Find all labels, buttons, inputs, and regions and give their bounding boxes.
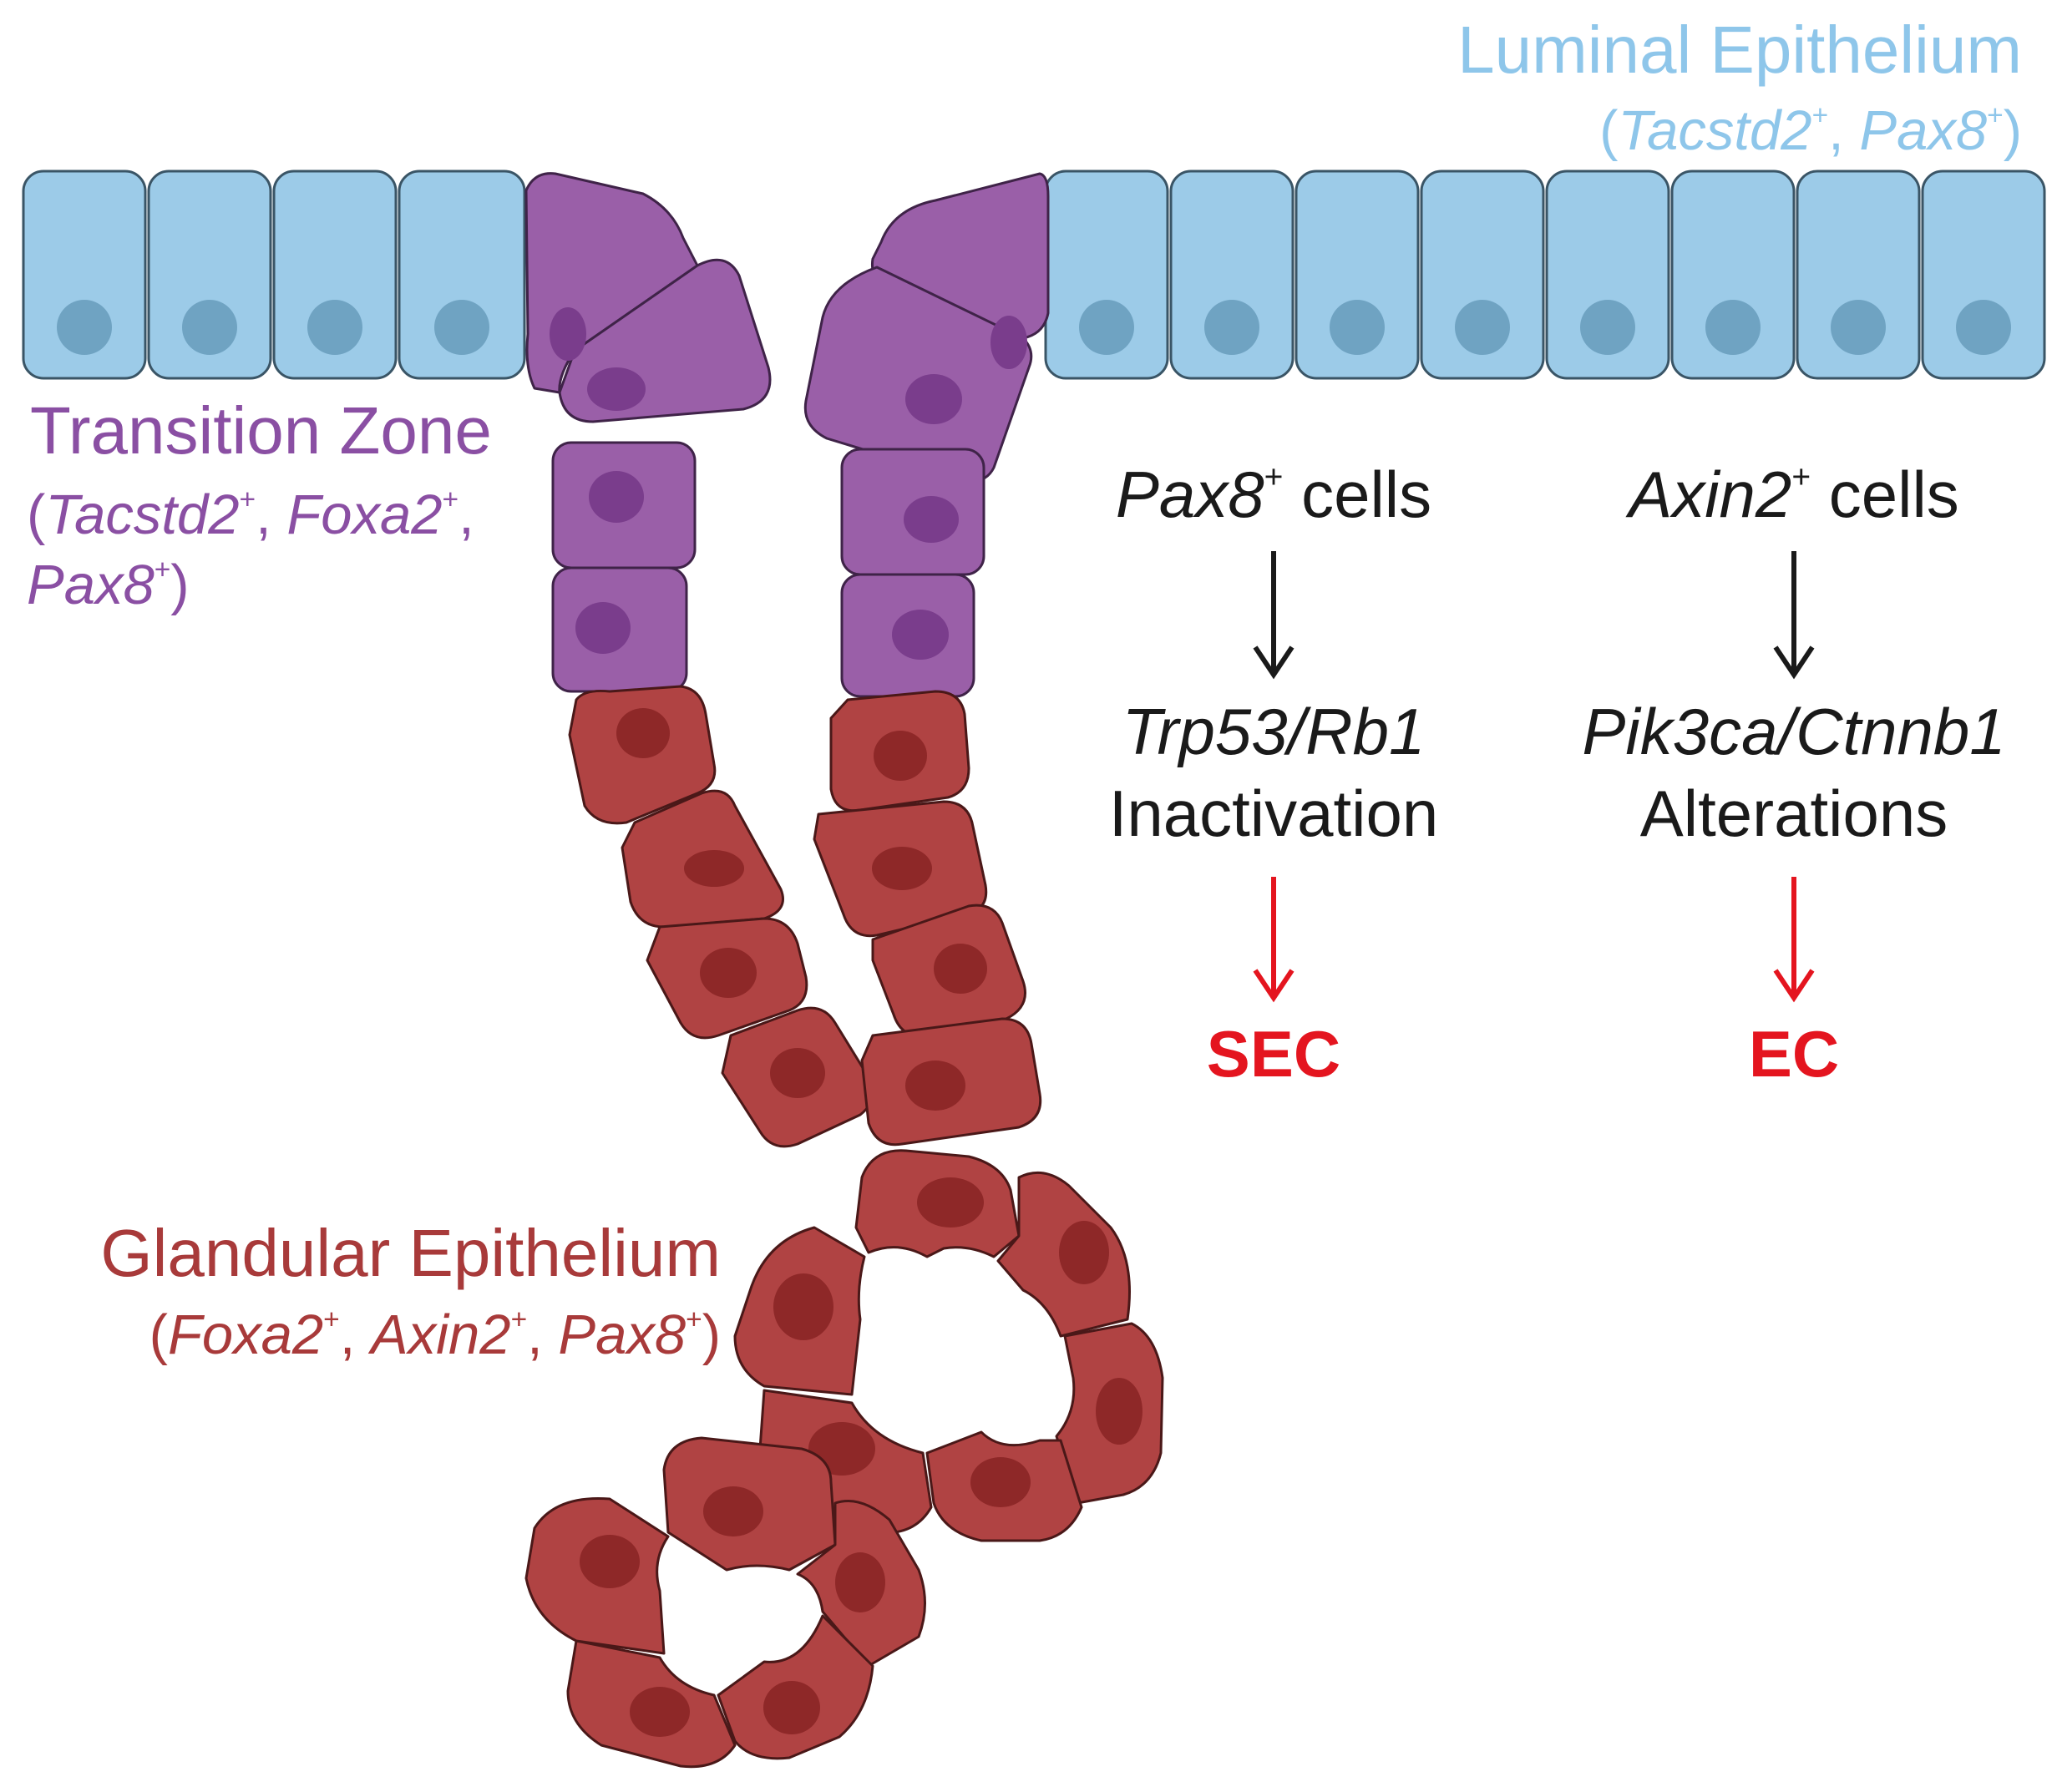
axin2-cells-label: Axin2+ cells	[1629, 458, 1959, 531]
pik3ca-ctnnb1-genes: Pik3ca/Ctnnb1	[1582, 695, 2006, 768]
luminal-epithelium-title: Luminal Epithelium	[1457, 13, 2022, 87]
glandular-acinus-lower-nuclei	[580, 1486, 885, 1737]
luminal-nuclei-right	[1079, 300, 2011, 355]
glandular-duct-nuclei	[616, 708, 987, 1111]
trp53-rb1-genes: Trp53/Rb1	[1122, 695, 1426, 768]
ec-outcome: EC	[1748, 1017, 1840, 1091]
luminal-epithelium-markers: (Tacstd2+, Pax8+)	[1599, 99, 2022, 162]
glandular-epithelium-markers: (Foxa2+, Axin2+, Pax8+)	[149, 1304, 721, 1366]
ec-arrow-head	[1773, 969, 1815, 1003]
transition-zone-markers-line2: Pax8+)	[27, 554, 190, 616]
sec-outcome: SEC	[1206, 1017, 1341, 1091]
luminal-epithelium-right	[1044, 170, 2046, 380]
luminal-nuclei-left	[57, 300, 489, 355]
axin2-arrow-head	[1773, 645, 1815, 680]
glandular-epithelium-title: Glandular Epithelium	[100, 1216, 721, 1290]
luminal-epithelium-left	[22, 170, 526, 380]
transition-zone-markers-line1: (Tacstd2+, Foxa2+,	[27, 483, 474, 546]
transition-zone-nuclei	[550, 307, 1027, 660]
pax8-cells-label: Pax8+ cells	[1115, 458, 1432, 531]
sec-arrow-head	[1253, 969, 1294, 1003]
glandular-acinus-upper-nuclei	[773, 1177, 1142, 1507]
transition-zone-title: Transition Zone	[30, 393, 492, 468]
inactivation-label: Inactivation	[1108, 777, 1439, 850]
pax8-arrow-head	[1253, 645, 1294, 680]
alterations-label: Alterations	[1639, 777, 1948, 850]
